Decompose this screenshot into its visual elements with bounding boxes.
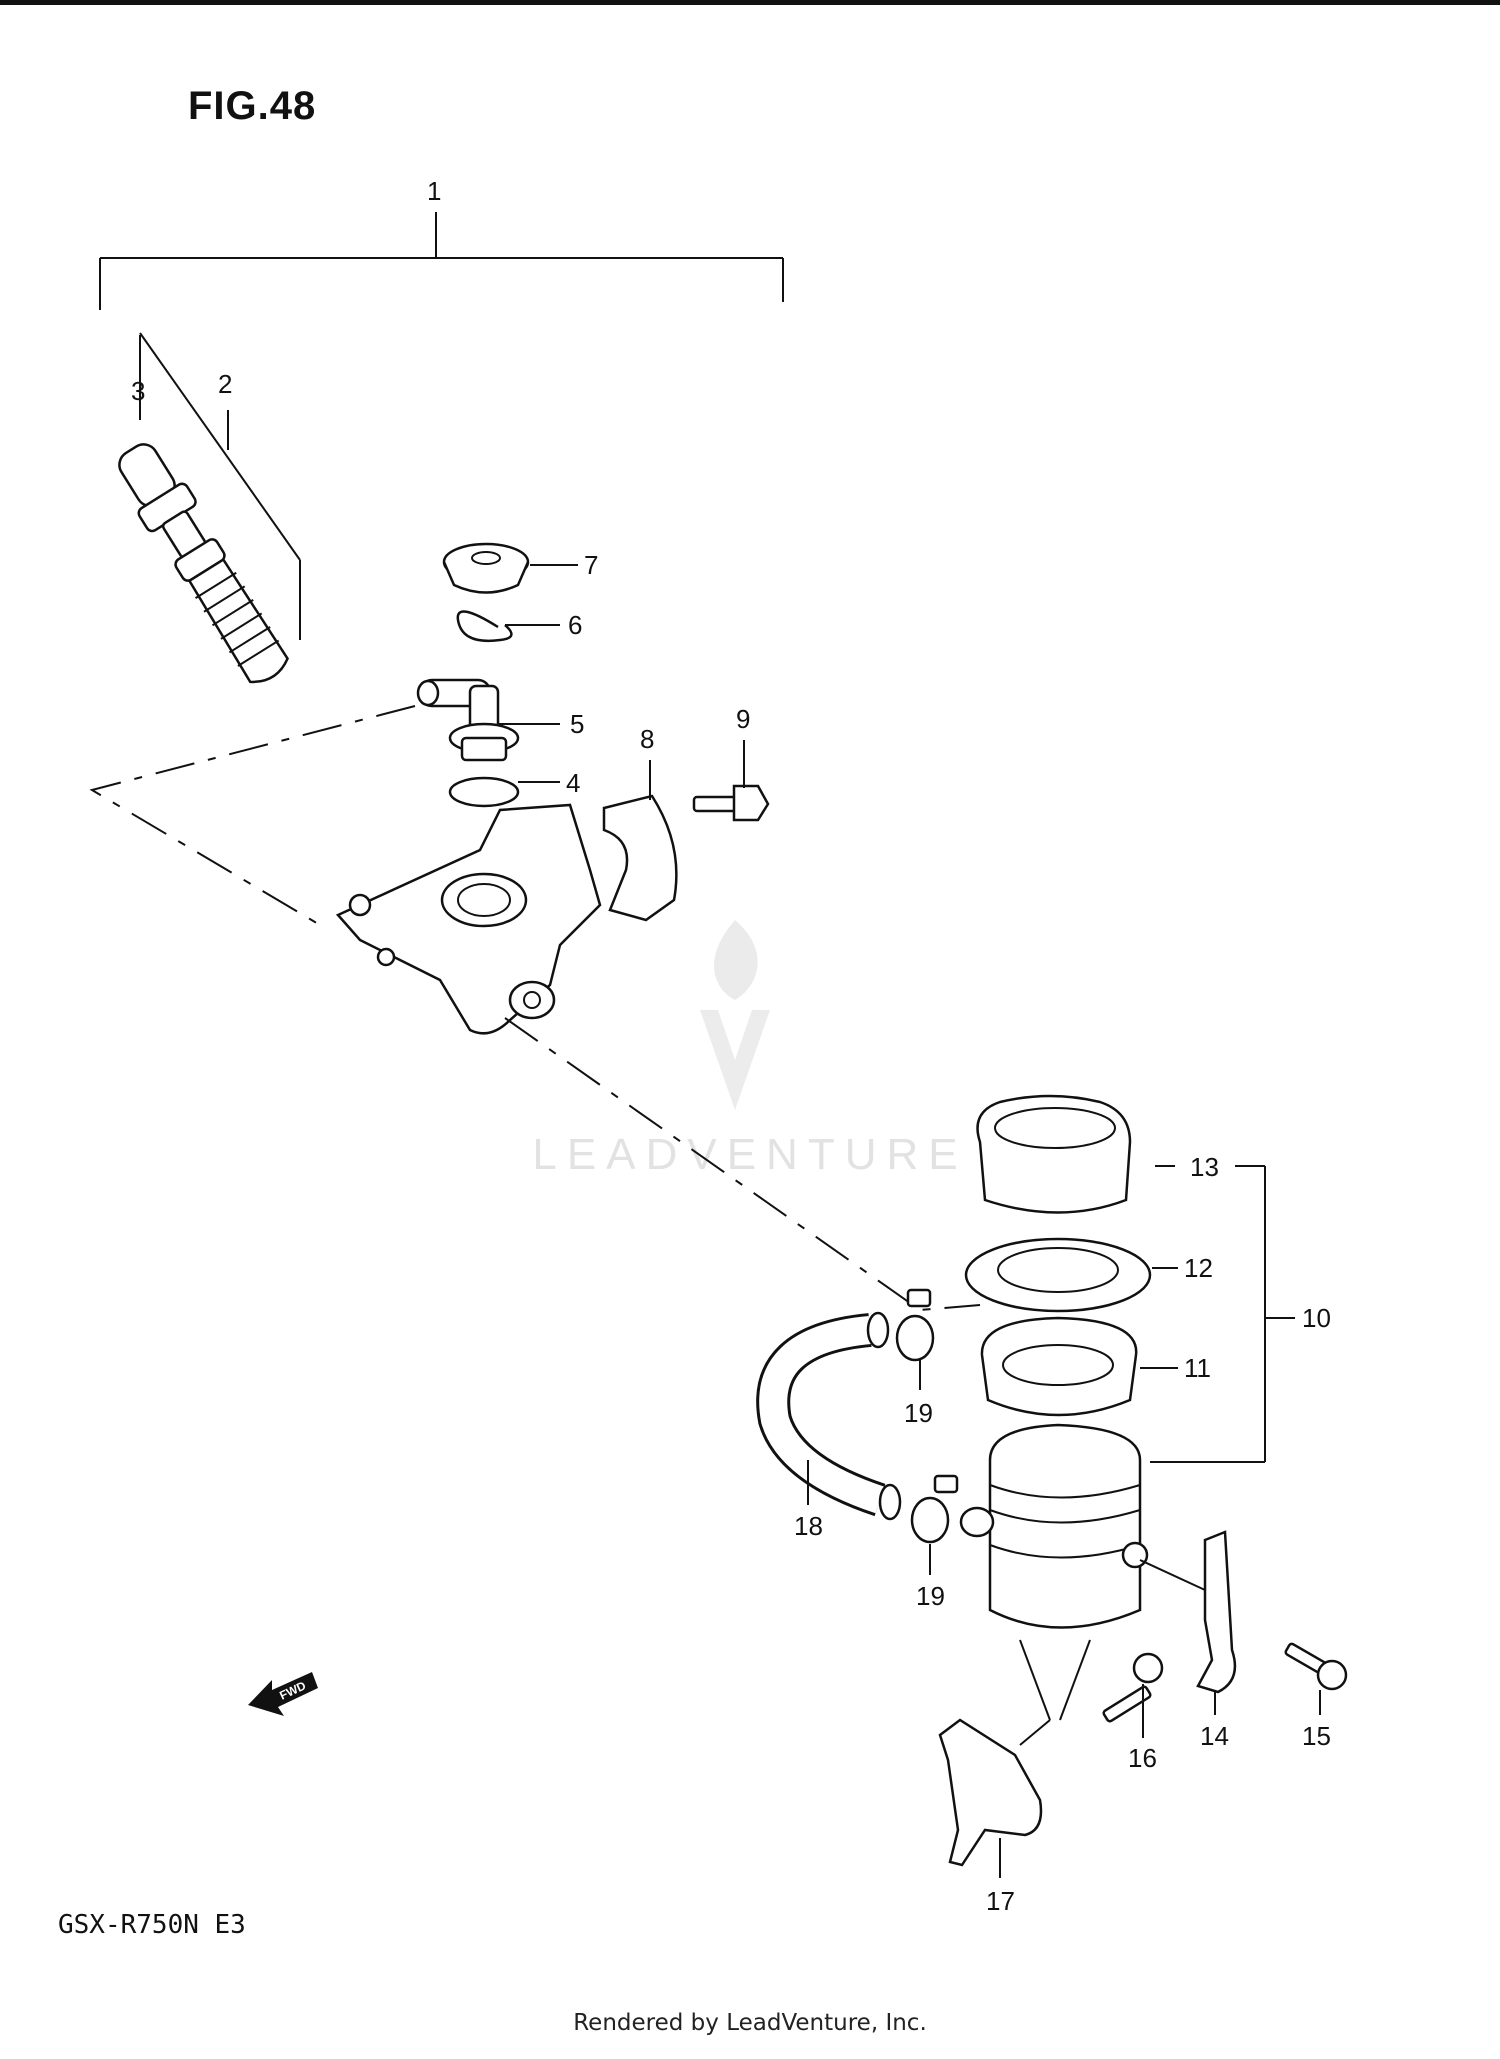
assembly-bracket-1 — [99, 212, 784, 310]
fwd-arrow-icon: FWD — [248, 1672, 318, 1716]
leader-lines — [498, 564, 1321, 1878]
callout-7: 7 — [584, 550, 598, 580]
part-17-bracket — [938, 1718, 1043, 1867]
watermark-text: LEADVENTURE — [532, 1130, 968, 1179]
callout-15: 15 — [1302, 1721, 1331, 1751]
part-6-circlip — [456, 610, 513, 643]
alignment-line-lower — [504, 1017, 981, 1312]
callout-12: 12 — [1184, 1253, 1213, 1283]
part-8-clamp — [602, 794, 678, 922]
callout-11: 11 — [1184, 1353, 1211, 1383]
part-7-boot — [442, 542, 530, 594]
callout-9: 9 — [736, 704, 750, 734]
part-15-bolt — [1284, 1642, 1348, 1691]
model-code: GSX-R750N E3 — [58, 1910, 246, 1940]
part-4-oring — [448, 776, 520, 808]
part-5-connector — [416, 678, 520, 762]
callout-1: 1 — [427, 176, 441, 206]
part-11-diaphragm — [980, 1316, 1138, 1417]
part-19-clip-lower — [910, 1474, 959, 1544]
callout-2: 2 — [218, 369, 232, 399]
alignment-line-upper — [89, 705, 416, 926]
callout-19-lower: 19 — [916, 1581, 945, 1611]
callout-16: 16 — [1128, 1743, 1157, 1773]
part-13-reservoir-cap — [976, 1094, 1132, 1214]
callout-3: 3 — [131, 376, 145, 406]
piston-assembly — [118, 332, 301, 684]
callout-5: 5 — [570, 709, 584, 739]
callout-17: 17 — [986, 1886, 1015, 1916]
assembly-bracket-10 — [1150, 1165, 1295, 1463]
part-19-clip-upper — [895, 1288, 935, 1362]
footer-credit: Rendered by LeadVenture, Inc. — [573, 2010, 927, 2036]
part-14-bracket — [1196, 1530, 1237, 1694]
master-cylinder-body — [335, 803, 602, 1035]
part-9-bolt — [692, 784, 770, 822]
callout-19-upper: 19 — [904, 1398, 933, 1428]
callout-4: 4 — [566, 768, 580, 798]
callout-10: 10 — [1302, 1303, 1331, 1333]
watermark-logo — [700, 920, 770, 1110]
callout-6: 6 — [568, 610, 582, 640]
callout-14: 14 — [1200, 1721, 1229, 1751]
reservoir-body — [959, 1423, 1206, 1746]
part-16-bolt — [1102, 1652, 1164, 1723]
figure-title: FIG.48 — [188, 84, 317, 128]
top-border-rule — [0, 0, 1500, 5]
callout-8: 8 — [640, 724, 654, 754]
callout-13: 13 — [1190, 1152, 1219, 1182]
part-18-hose — [756, 1311, 902, 1521]
part-12-plate — [964, 1237, 1152, 1313]
callout-18: 18 — [794, 1511, 823, 1541]
